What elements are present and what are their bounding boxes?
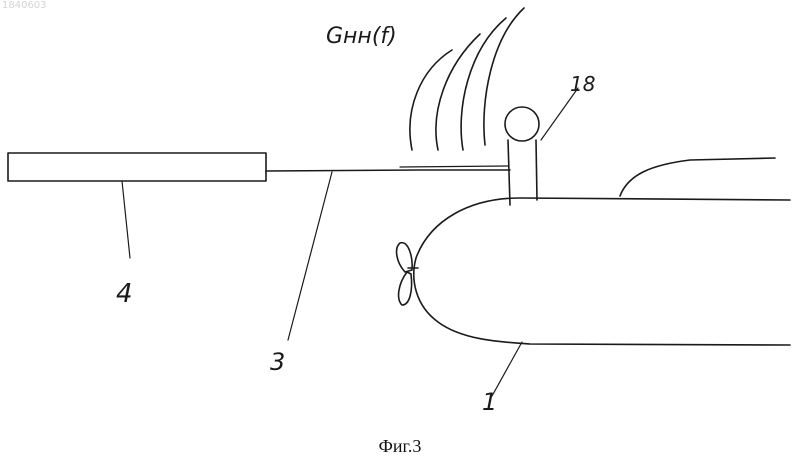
emission-arc-1 bbox=[410, 50, 452, 150]
signal-label: Gнн(f) bbox=[326, 24, 397, 49]
towed-body bbox=[8, 153, 266, 181]
propeller-blade-lower bbox=[399, 272, 412, 305]
emission-arc-2 bbox=[436, 34, 480, 150]
label-towed-body: 4 bbox=[116, 279, 133, 309]
tether-cable bbox=[266, 170, 510, 171]
mast bbox=[508, 140, 537, 205]
conning-tower bbox=[620, 158, 775, 196]
mast-buoy bbox=[505, 107, 539, 141]
emission-arc-4 bbox=[484, 8, 524, 145]
leader-line-3 bbox=[288, 172, 332, 340]
label-tether: 3 bbox=[270, 348, 285, 376]
label-mast-buoy: 18 bbox=[570, 72, 595, 96]
label-hull: 1 bbox=[482, 388, 497, 416]
hull bbox=[414, 198, 790, 345]
tether-cable-shade bbox=[400, 166, 508, 167]
figure-caption: Фиг.3 bbox=[0, 436, 800, 457]
leader-line-4 bbox=[122, 181, 130, 258]
